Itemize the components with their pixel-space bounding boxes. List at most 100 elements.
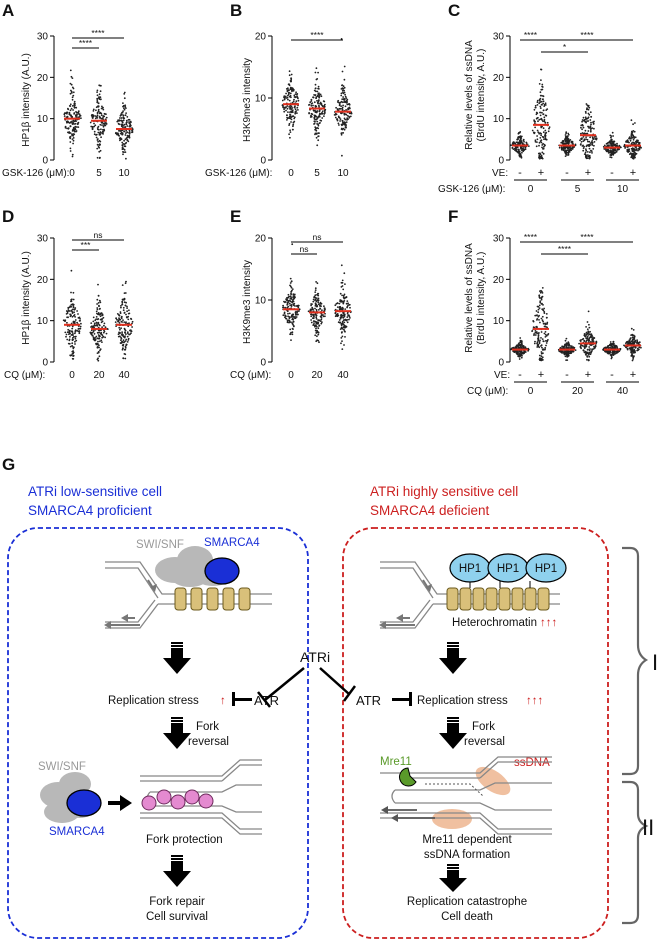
data-point (289, 114, 292, 116)
data-point (289, 282, 292, 284)
data-point (121, 344, 124, 347)
data-point (73, 314, 76, 316)
data-point (344, 126, 347, 128)
panel-e-category-label: 20 (311, 370, 323, 381)
data-point (97, 145, 100, 148)
data-point (544, 129, 547, 132)
data-point (536, 104, 539, 106)
data-point (103, 113, 106, 115)
data-point (344, 336, 346, 338)
data-point (97, 359, 100, 362)
data-point (524, 346, 527, 349)
data-point (74, 319, 77, 321)
data-point (95, 109, 97, 112)
data-point (101, 326, 103, 329)
data-point (540, 68, 543, 71)
data-point (68, 330, 71, 333)
data-point (315, 315, 318, 317)
data-point (78, 330, 81, 333)
data-point (535, 145, 538, 148)
data-point (547, 333, 549, 336)
data-point (94, 324, 97, 327)
data-point (99, 84, 101, 87)
data-point (540, 297, 543, 299)
significance-label: *** (81, 240, 92, 250)
data-point (541, 104, 543, 106)
data-point (566, 149, 569, 152)
data-point (634, 154, 636, 157)
data-point (533, 120, 536, 123)
data-point (308, 112, 310, 114)
data-point (629, 337, 632, 340)
ve-sign-label: - (565, 369, 569, 381)
data-point (314, 118, 317, 121)
data-point (123, 321, 126, 323)
data-point (96, 324, 98, 327)
data-point (72, 298, 75, 301)
data-point (122, 114, 125, 117)
data-point (544, 122, 547, 124)
data-point (92, 320, 95, 323)
data-point (128, 118, 131, 121)
data-point (96, 303, 98, 305)
data-point (631, 136, 634, 139)
data-point (118, 123, 121, 126)
data-point (100, 107, 103, 110)
data-point (632, 138, 635, 141)
panel-e: E H3K9me3 intensity CQ (μM): (230, 207, 271, 381)
data-point (582, 126, 585, 129)
data-point (592, 348, 595, 350)
data-point (102, 116, 104, 118)
data-point (120, 336, 122, 339)
data-point (584, 120, 587, 123)
data-point (581, 344, 584, 347)
data-point (632, 149, 635, 151)
data-point (640, 346, 642, 349)
data-point (69, 82, 72, 85)
data-point (285, 88, 288, 90)
data-point (72, 87, 75, 90)
data-point (610, 138, 613, 141)
data-point (345, 109, 347, 111)
data-point (283, 96, 285, 99)
data-point (314, 105, 317, 107)
data-point (631, 148, 634, 151)
data-point (591, 152, 593, 154)
data-point (311, 113, 314, 116)
data-point (625, 346, 628, 349)
data-point (541, 146, 543, 149)
data-point (519, 344, 521, 346)
left-cell-box (7, 527, 309, 939)
data-point (587, 130, 590, 132)
data-point (341, 98, 344, 101)
data-point (67, 316, 69, 319)
data-point (341, 89, 344, 92)
data-point (91, 128, 94, 131)
data-point (583, 138, 586, 141)
data-point (96, 127, 99, 129)
panel-g-diagram: G ATRi low-sensitive cell SMARCA4 profic… (2, 455, 658, 939)
atri-label: ATRi (300, 649, 330, 665)
data-point (65, 335, 67, 338)
data-point (310, 321, 313, 324)
right-outcome-2: Cell death (441, 911, 493, 923)
data-point (587, 359, 590, 362)
heterochromatin-arrows: ↑↑↑ (540, 617, 557, 629)
data-point (292, 115, 295, 118)
data-point (340, 342, 342, 345)
panel-b-tick-label: 10 (255, 94, 267, 105)
data-point (288, 74, 291, 77)
data-point (117, 320, 119, 323)
data-point (99, 349, 101, 352)
data-point (634, 136, 637, 139)
data-point (288, 316, 291, 319)
data-point (512, 142, 514, 145)
data-point (537, 339, 540, 342)
data-point (541, 292, 544, 294)
data-point (539, 357, 541, 360)
data-point (538, 83, 541, 85)
data-point (128, 131, 131, 134)
data-point (69, 345, 72, 348)
data-point (72, 139, 75, 142)
data-point (544, 104, 547, 106)
